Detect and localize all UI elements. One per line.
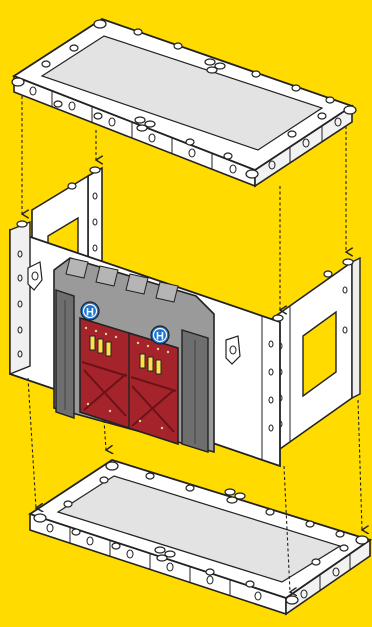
arrow-bottom-back <box>104 420 106 450</box>
badge-left-letter: H <box>86 307 94 319</box>
fire-station-door: H H <box>54 258 214 452</box>
side-wall <box>270 258 360 456</box>
bottom-plate <box>30 460 370 614</box>
top-plate <box>12 19 356 186</box>
arrow-bottom-left <box>28 378 36 508</box>
badge-right: H <box>151 326 169 344</box>
arrow-bottom-right <box>358 400 362 530</box>
badge-right-letter: H <box>156 331 164 343</box>
badge-left: H <box>81 302 99 320</box>
